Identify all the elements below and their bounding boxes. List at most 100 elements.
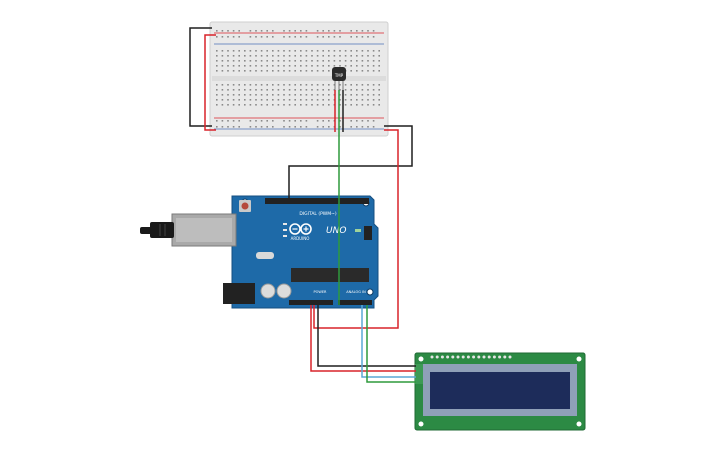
breadboard-hole — [266, 84, 268, 86]
breadboard-hole — [244, 65, 246, 67]
breadboard-hole — [372, 126, 375, 128]
usb-cable[interactable] — [140, 222, 174, 238]
temperature-sensor[interactable]: TMP — [332, 67, 346, 90]
breadboard-hole — [350, 104, 352, 106]
breadboard-hole — [361, 50, 364, 52]
breadboard-hole — [227, 99, 229, 101]
breadboard-hole — [356, 99, 358, 101]
breadboard-hole — [227, 65, 229, 67]
breadboard-hole — [316, 84, 319, 86]
breadboard-hole — [255, 65, 257, 67]
breadboard-hole — [378, 84, 380, 86]
breadboard-hole — [350, 99, 352, 101]
breadboard-hole — [266, 60, 268, 62]
lcd-pin — [451, 355, 455, 359]
breadboard-hole — [249, 120, 252, 122]
breadboard-hole — [244, 60, 246, 62]
breadboard-hole — [272, 55, 274, 57]
breadboard-hole — [277, 94, 280, 96]
lcd-screen — [430, 372, 570, 409]
breadboard-hole — [255, 104, 257, 106]
breadboard-hole — [260, 60, 263, 62]
breadboard-hole — [283, 104, 285, 106]
breadboard-hole — [216, 65, 218, 67]
breadboard-hole — [350, 50, 352, 52]
breadboard-holes — [216, 30, 380, 128]
lcd-pin — [446, 355, 450, 359]
breadboard-hole — [316, 89, 319, 91]
breadboard-hole — [283, 55, 285, 57]
breadboard-hole — [339, 30, 341, 32]
power-jack — [223, 283, 255, 304]
breadboard-hole — [300, 126, 302, 128]
breadboard-hole — [266, 55, 268, 57]
breadboard-hole — [311, 89, 313, 91]
breadboard-hole — [322, 50, 324, 52]
lcd-pin — [498, 355, 502, 359]
icsp-header — [364, 226, 372, 240]
breadboard-hole — [283, 65, 285, 67]
breadboard-hole — [283, 126, 285, 128]
breadboard-hole — [367, 65, 369, 67]
breadboard-hole — [260, 126, 263, 128]
breadboard-hole — [361, 30, 364, 32]
breadboard-hole — [232, 89, 235, 91]
breadboard-hole — [238, 50, 240, 52]
breadboard-hole — [232, 55, 235, 57]
breadboard-hole — [255, 55, 257, 57]
breadboard-hole — [367, 126, 369, 128]
breadboard-hole — [277, 65, 280, 67]
breadboard-hole — [216, 60, 218, 62]
lcd-pin — [477, 355, 481, 359]
breadboard-hole — [216, 50, 218, 52]
crystal — [256, 252, 274, 259]
lcd-pin — [440, 355, 444, 359]
breadboard-hole — [272, 50, 274, 52]
breadboard-hole — [221, 70, 224, 72]
reset-button[interactable] — [239, 200, 251, 212]
lcd-pin — [503, 355, 507, 359]
breadboard-hole — [328, 84, 330, 86]
breadboard-hole — [350, 89, 352, 91]
breadboard-hole — [350, 36, 352, 38]
breadboard-hole — [311, 60, 313, 62]
breadboard-hole — [328, 50, 330, 52]
breadboard-hole — [322, 36, 324, 38]
breadboard-hole — [311, 94, 313, 96]
breadboard-hole — [266, 94, 268, 96]
breadboard-hole — [361, 65, 364, 67]
breadboard-hole — [356, 126, 358, 128]
usb-connector — [171, 213, 237, 247]
lcd-display[interactable] — [414, 352, 586, 431]
breadboard-hole — [288, 36, 291, 38]
breadboard-hole — [294, 99, 296, 101]
breadboard-hole — [294, 126, 296, 128]
breadboard-hole — [232, 60, 235, 62]
breadboard-hole — [333, 30, 336, 32]
breadboard-hole — [367, 99, 369, 101]
breadboard-hole — [339, 89, 341, 91]
breadboard-hole — [255, 36, 257, 38]
breadboard-hole — [311, 70, 313, 72]
breadboard-hole — [356, 120, 358, 122]
breadboard-hole — [378, 104, 380, 106]
breadboard-hole — [255, 99, 257, 101]
breadboard-hole — [238, 120, 240, 122]
breadboard-hole — [277, 84, 280, 86]
breadboard-hole — [221, 99, 224, 101]
breadboard-hole — [344, 84, 347, 86]
breadboard-hole — [322, 30, 324, 32]
breadboard[interactable] — [209, 21, 389, 137]
wires — [189, 27, 416, 383]
lcd-pin — [492, 355, 496, 359]
arduino-uno-board[interactable]: DIGITAL (PWM~) ARDUINO UNO POWER — [171, 195, 379, 309]
breadboard-hole — [361, 99, 364, 101]
breadboard-hole — [216, 120, 218, 122]
breadboard-hole — [316, 126, 319, 128]
breadboard-hole — [356, 55, 358, 57]
breadboard-hole — [328, 36, 330, 38]
breadboard-hole — [272, 30, 274, 32]
breadboard-hole — [305, 36, 308, 38]
breadboard-hole — [249, 60, 252, 62]
